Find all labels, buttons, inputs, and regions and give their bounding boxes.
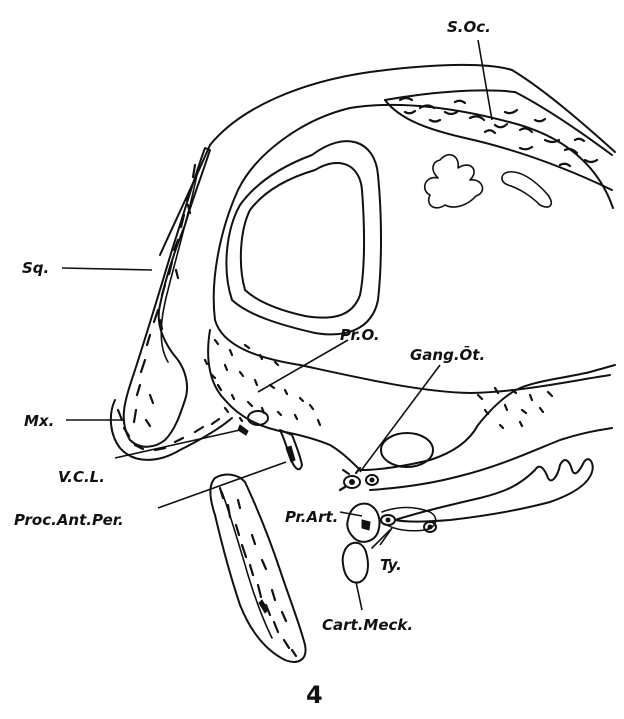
neural-tissue-process	[502, 172, 551, 207]
label-mx: Mx.	[24, 412, 54, 430]
squamosal-bone	[124, 148, 210, 447]
label-vcl: V.C.L.	[58, 468, 105, 486]
otic-ganglion-core	[349, 479, 355, 485]
ossicle-core	[370, 478, 375, 483]
pro-otic-cartilage	[205, 340, 320, 435]
pr-art-core	[386, 518, 391, 523]
label-proc-ant-per: Proc.Ant.Per.	[14, 511, 124, 529]
leader-ty	[380, 528, 392, 545]
label-pr-art: Pr.Art.	[285, 508, 338, 526]
posterior-stipple	[478, 388, 552, 428]
maxillary-outline	[111, 400, 232, 460]
tympanic-link	[372, 530, 390, 548]
leader-pr-o	[258, 340, 348, 392]
vcl-vessel	[248, 411, 268, 425]
label-cart-meck: Cart.Meck.	[322, 616, 413, 634]
label-sq: Sq.	[22, 259, 49, 277]
s-oc-upper-edge	[385, 90, 612, 155]
label-ty: Ty.	[380, 556, 402, 574]
lower-jaw-bone	[210, 475, 305, 662]
label-pr-o: Pr.O.	[340, 326, 380, 344]
pharyngeal-pouch-outline	[395, 459, 593, 521]
pr-art-dark	[362, 520, 370, 530]
skull-outlines	[160, 65, 615, 522]
figure-number: 4	[306, 681, 323, 709]
neural-tissue-lobes	[425, 155, 483, 208]
leader-s-oc	[478, 40, 492, 120]
label-gang-ot: Gang.Ōt.	[410, 344, 485, 364]
labyrinth-inner-wall	[241, 163, 364, 318]
leader-lines	[62, 40, 492, 610]
maxillary-region	[111, 400, 232, 460]
leader-cart-meck	[356, 582, 362, 610]
label-s-oc: S.Oc.	[447, 18, 491, 36]
tympanic-core	[428, 525, 433, 530]
leader-sq	[62, 268, 152, 270]
maxillary-stipple	[118, 410, 219, 450]
otic-foramen	[381, 433, 433, 467]
lower-jaw-outline	[210, 475, 305, 662]
s-oc-stipple	[400, 98, 597, 166]
meckel-cartilage-outline	[343, 543, 368, 583]
labels: S.Oc. Sq. Pr.O. Gang.Ōt. Mx. V.C.L. Proc…	[14, 18, 491, 709]
proc-ant-per-dark	[286, 446, 295, 462]
leader-proc-ant-per	[158, 462, 286, 508]
s-oc-lower-edge	[385, 100, 612, 190]
pharynx-floor-contour	[370, 428, 612, 490]
